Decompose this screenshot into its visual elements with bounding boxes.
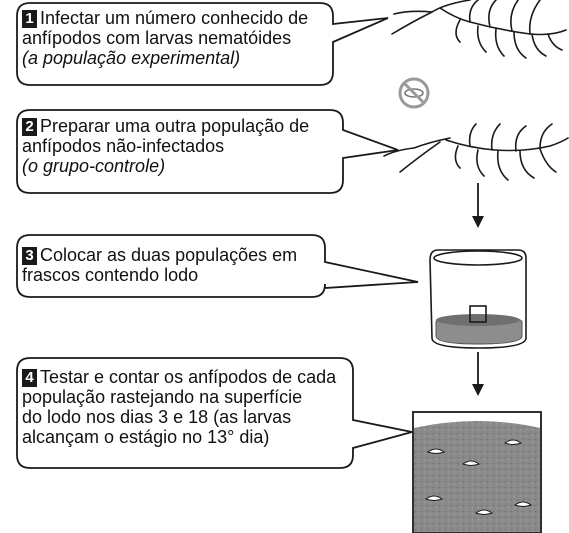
step-line: Colocar as duas populações em [40,245,298,265]
step-line: Preparar uma outra população de [40,116,310,136]
step-line: anfípodos não-infectados [22,136,225,156]
no-symbol-icon [398,77,430,109]
step-number-badge: 4 [22,369,37,387]
amphipod-icon [391,0,567,59]
amphipod-icon [383,123,569,181]
step-3-bubble [16,234,419,298]
step-line: alcançam o estágio no 13° dia) [22,427,270,447]
beaker-icon [429,249,527,349]
step-2-bubble [16,109,399,194]
step-line: Infectar um número conhecido de [40,8,309,28]
step-1-bubble [16,2,389,86]
step-line: anfípodos com larvas nematóides [22,28,292,48]
step-line: do lodo nos dias 3 e 18 (as larvas [22,407,292,427]
step-note: (o grupo-controle) [22,156,166,176]
step-line: frascos contendo lodo [22,265,199,285]
arrow-down [472,183,484,228]
step-number-badge: 1 [22,10,37,28]
step-line: Testar e contar os anfípodos de cada [40,367,337,387]
step-line: população rastejando na superfície [22,387,303,407]
arrow-down [472,352,484,396]
step-note: (a população experimental) [22,48,241,68]
step-4-bubble [16,357,413,469]
step-number-badge: 2 [22,118,37,136]
step-number-badge: 3 [22,247,37,265]
mud-surface-icon [412,411,542,533]
